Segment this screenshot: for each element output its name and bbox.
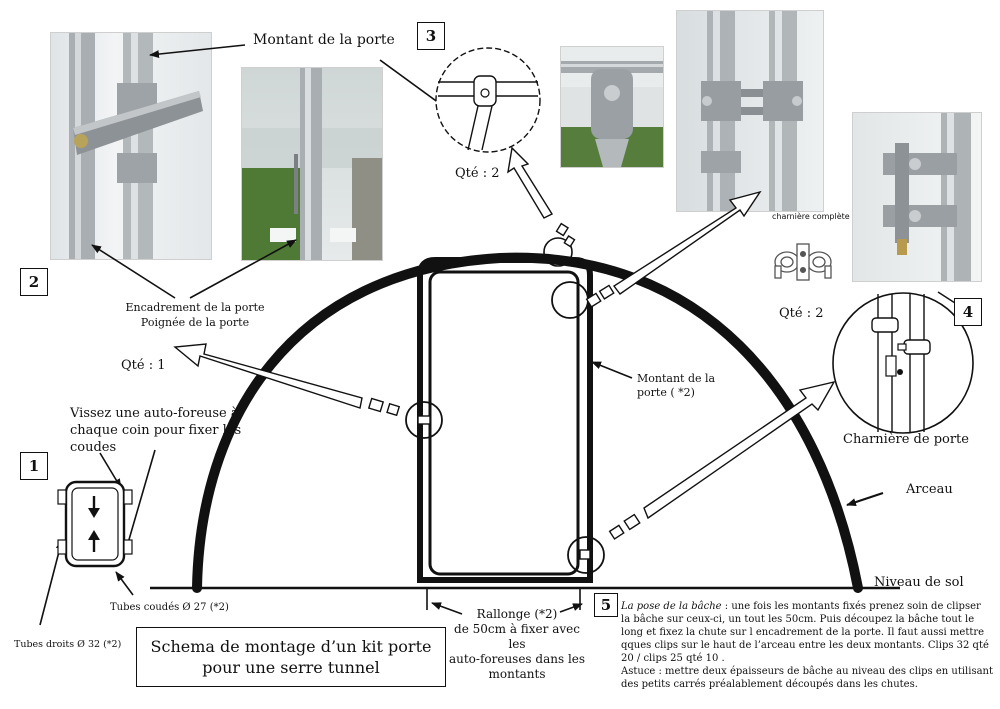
label-rallonge-line4: montants bbox=[488, 667, 546, 681]
label-poignee: Poignée de la porte bbox=[140, 316, 250, 329]
zoom-circle-4 bbox=[832, 292, 974, 434]
leader-vissez-b bbox=[124, 449, 156, 551]
photo-hinge-post-art bbox=[701, 11, 803, 211]
diagram-title-line1: Schema de montage d’un kit porte bbox=[150, 637, 432, 656]
label-rallonge-line3: auto-foreuses dans les bbox=[448, 652, 586, 666]
detail-circle-upper-hinge bbox=[551, 281, 589, 319]
label-montant-right: Montant de la porte ( *2) bbox=[637, 372, 715, 400]
leader-poignee bbox=[189, 239, 297, 299]
label-qte-2-top: Qté : 2 bbox=[455, 166, 500, 181]
leader-montant-top bbox=[149, 44, 246, 59]
step-number-1: 1 bbox=[20, 452, 48, 480]
label-vissez-line1: Vissez une auto-foreuse à bbox=[70, 406, 239, 421]
photo-door-post bbox=[241, 67, 383, 261]
label-tubes-droits: Tubes droits Ø 32 (*2) bbox=[14, 639, 122, 650]
hinge-sketch bbox=[774, 243, 832, 281]
leader-zoom4-tick bbox=[937, 291, 956, 304]
step-number-2: 2 bbox=[20, 268, 48, 296]
label-hinge-complete: charnière complète bbox=[772, 212, 850, 221]
photo-corner-bracket-art bbox=[561, 47, 663, 167]
label-arceau: Arceau bbox=[906, 482, 953, 497]
leader-encadrement bbox=[91, 244, 176, 299]
door-frame-outer bbox=[417, 257, 593, 583]
leader-tubes-coudes bbox=[115, 571, 134, 596]
label-montant-right-line2: porte ( *2) bbox=[637, 386, 695, 399]
detail-circle-handle bbox=[405, 401, 443, 439]
label-montant-right-line1: Montant de la bbox=[637, 372, 716, 385]
label-charniere: Charnière de porte bbox=[843, 432, 969, 447]
leader-rallonge-right bbox=[559, 603, 583, 613]
label-rallonge: Rallonge (*2) de 50cm à fixer avec les a… bbox=[446, 607, 588, 682]
label-qte-1: Qté : 1 bbox=[121, 358, 166, 373]
photo-door-post-art bbox=[242, 68, 382, 260]
tarp-instructions: La pose de la bâche : une fois les monta… bbox=[621, 600, 993, 691]
tarp-instructions-lead: La pose de la bâche bbox=[621, 601, 722, 612]
corner-elbow-diagram bbox=[57, 480, 133, 568]
label-qte-2-hinge: Qté : 2 bbox=[779, 306, 824, 321]
photo-hinge-closeup bbox=[852, 112, 982, 282]
photo-hinge-closeup-art bbox=[883, 113, 971, 281]
label-niveau-de-sol: Niveau de sol bbox=[874, 575, 964, 590]
diagram-title: Schema de montage d’un kit porte pour un… bbox=[136, 627, 446, 687]
tarp-instructions-tip: Astuce : mettre deux épaisseurs de bâche… bbox=[621, 666, 993, 690]
label-encadrement-poignee: Encadrement de la porte Poignée de la po… bbox=[90, 300, 300, 330]
arrow-handle-to-photo bbox=[173, 343, 401, 417]
label-rallonge-line1: Rallonge (*2) bbox=[476, 607, 558, 621]
detail-circle-top-bracket bbox=[543, 237, 573, 267]
label-tubes-coudes: Tubes coudés Ø 27 (*2) bbox=[110, 602, 229, 613]
photo-door-handle bbox=[50, 32, 212, 260]
zoom-circle-3 bbox=[435, 47, 541, 153]
door-frame-inner bbox=[428, 270, 580, 576]
leader-rallonge-left bbox=[431, 602, 463, 615]
handle-mark bbox=[417, 415, 431, 425]
arrow-bracket-to-zoom3 bbox=[507, 146, 576, 248]
photo-hinge-post bbox=[676, 10, 824, 212]
lower-hinge-mark bbox=[579, 549, 591, 560]
step-number-4: 4 bbox=[954, 298, 982, 326]
tarp-instructions-body: : une fois les montants fixés prenez soi… bbox=[621, 601, 989, 664]
step-number-3: 3 bbox=[417, 22, 445, 50]
photo-door-handle-art bbox=[69, 33, 203, 259]
step-number-5: 5 bbox=[594, 593, 618, 617]
arrow-lower-hinge-to-zoom4 bbox=[608, 380, 836, 540]
label-vissez-line3: coudes bbox=[70, 440, 117, 455]
detail-circle-lower-hinge bbox=[567, 536, 605, 574]
label-vissez-line2: chaque coin pour fixer les bbox=[70, 423, 242, 438]
label-rallonge-line2: de 50cm à fixer avec les bbox=[454, 622, 580, 651]
label-vissez: Vissez une auto-foreuse à chaque coin po… bbox=[70, 405, 241, 456]
leader-arceau bbox=[846, 491, 884, 507]
diagram-title-line2: pour une serre tunnel bbox=[202, 658, 380, 677]
leader-montant-right bbox=[591, 361, 633, 379]
label-encadrement: Encadrement de la porte bbox=[125, 301, 265, 314]
arrow-upper-hinge-to-photo bbox=[585, 190, 762, 308]
label-montant-de-la-porte: Montant de la porte bbox=[253, 32, 395, 48]
photo-corner-bracket bbox=[560, 46, 664, 168]
